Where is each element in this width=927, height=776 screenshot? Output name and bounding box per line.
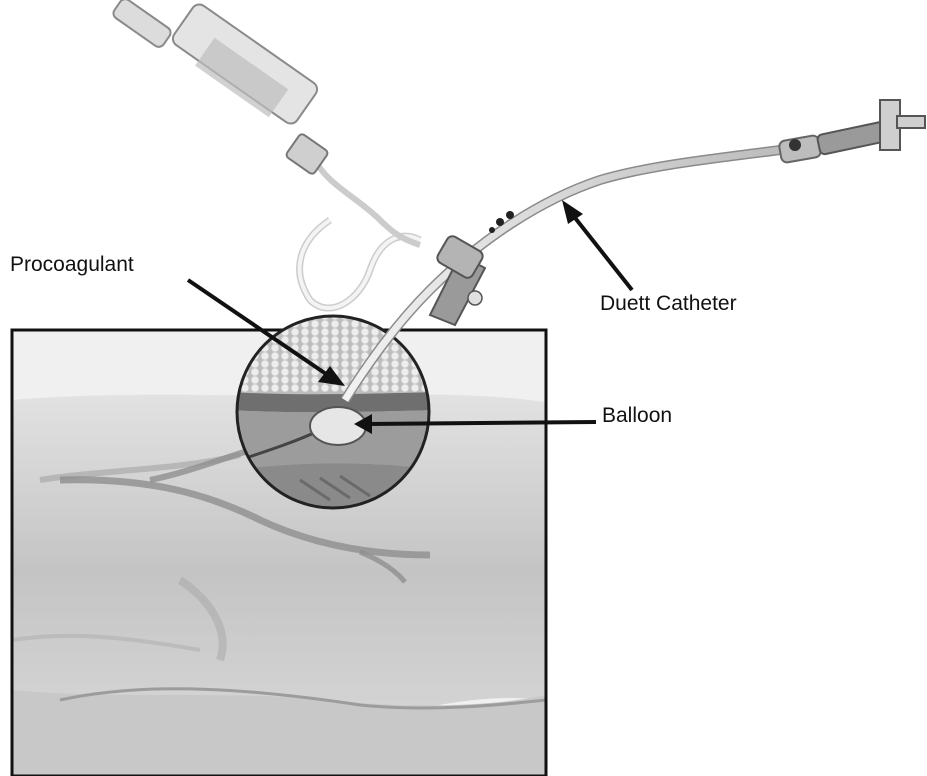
balloon-arrow — [368, 422, 596, 424]
duett-arrow — [572, 214, 632, 290]
procoagulant-label: Procoagulant — [10, 253, 134, 277]
balloon-label: Balloon — [602, 404, 672, 428]
duett-arrowhead — [562, 200, 583, 224]
syringe — [111, 0, 329, 175]
duett-catheter-label: Duett Catheter — [600, 292, 737, 316]
catheter-proximal-end — [778, 100, 925, 163]
